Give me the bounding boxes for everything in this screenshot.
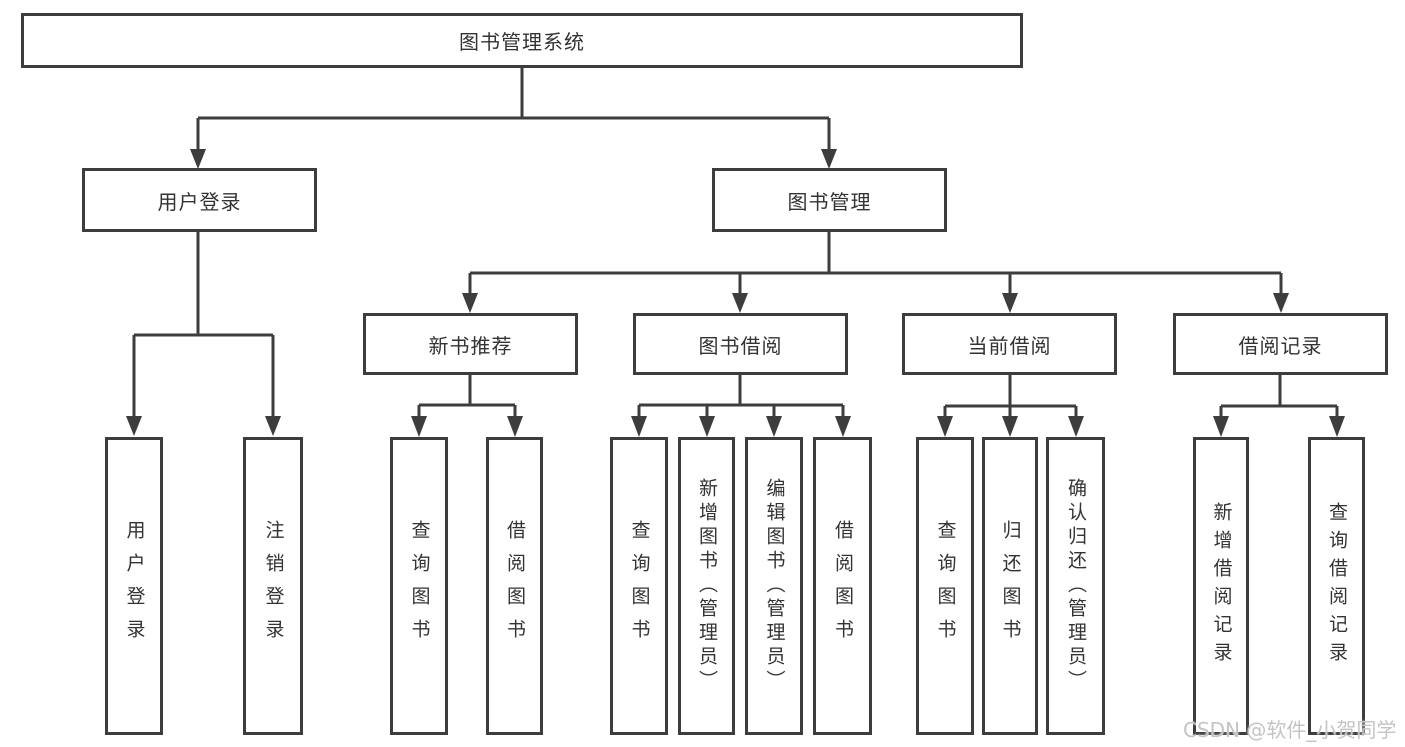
node-current-borrow: 当前借阅 [902, 313, 1117, 375]
node-user-login: 用户登录 [82, 168, 317, 232]
leaf-bb-edit-books-admin-label: 编辑图书（管理员） [763, 478, 786, 694]
node-book-borrow-label: 图书借阅 [698, 333, 783, 358]
leaf-br-query-record: 查询借阅记录 [1308, 437, 1365, 735]
leaf-cb-return-books: 归还图书 [982, 437, 1038, 735]
node-user-login-label: 用户登录 [157, 189, 242, 214]
leaf-logout-label: 注销登录 [262, 520, 285, 652]
leaf-cb-query-books-label: 查询图书 [934, 520, 957, 652]
leaf-bb-query-books: 查询图书 [610, 437, 668, 735]
node-root: 图书管理系统 [21, 13, 1023, 68]
leaf-bb-edit-books-admin: 编辑图书（管理员） [745, 437, 803, 735]
edge-root-children [190, 68, 837, 169]
leaf-nbr-query-books-label: 查询图书 [408, 520, 431, 652]
node-book-mgmt: 图书管理 [712, 168, 947, 232]
leaf-nbr-borrow-books: 借阅图书 [486, 437, 543, 735]
edge-book-mgmt-children [462, 232, 1289, 313]
leaf-bb-add-books-admin-label: 新增图书（管理员） [696, 478, 718, 694]
leaf-logout: 注销登录 [243, 437, 303, 735]
leaf-bb-query-books-label: 查询图书 [628, 520, 651, 652]
node-new-book-rec: 新书推荐 [363, 313, 578, 375]
leaf-bb-borrow-books-label: 借阅图书 [832, 520, 854, 652]
leaf-br-add-record-label: 新增借阅记录 [1210, 502, 1233, 670]
node-book-borrow: 图书借阅 [633, 313, 848, 375]
leaf-bb-borrow-books: 借阅图书 [813, 437, 872, 735]
leaf-nbr-query-books: 查询图书 [390, 437, 448, 735]
node-current-borrow-label: 当前借阅 [967, 333, 1052, 358]
leaf-cb-confirm-return-admin-label: 确认归还（管理员） [1065, 478, 1087, 694]
leaf-user-login-label: 用户登录 [123, 520, 146, 652]
node-new-book-rec-label: 新书推荐 [428, 333, 513, 358]
node-book-mgmt-label: 图书管理 [787, 189, 872, 214]
node-borrow-records-label: 借阅记录 [1238, 333, 1323, 358]
edge-book-borrow-children [631, 375, 851, 437]
leaf-bb-add-books-admin: 新增图书（管理员） [678, 437, 735, 735]
watermark-text: CSDN @软件_小贺同学 [1183, 718, 1397, 742]
leaf-br-add-record: 新增借阅记录 [1193, 437, 1249, 735]
edge-current-borrow-children [937, 375, 1084, 437]
edge-user-login-children [126, 232, 281, 436]
leaf-cb-confirm-return-admin: 确认归还（管理员） [1046, 437, 1105, 735]
leaf-br-query-record-label: 查询借阅记录 [1326, 502, 1348, 670]
edge-new-book-rec-children [411, 375, 523, 437]
node-borrow-records: 借阅记录 [1173, 313, 1388, 375]
leaf-cb-return-books-label: 归还图书 [999, 520, 1022, 652]
leaf-cb-query-books: 查询图书 [916, 437, 974, 735]
leaf-nbr-borrow-books-label: 借阅图书 [504, 520, 526, 652]
node-root-label: 图书管理系统 [459, 30, 585, 54]
edge-borrow-records-children [1213, 375, 1345, 437]
leaf-user-login: 用户登录 [105, 437, 163, 735]
